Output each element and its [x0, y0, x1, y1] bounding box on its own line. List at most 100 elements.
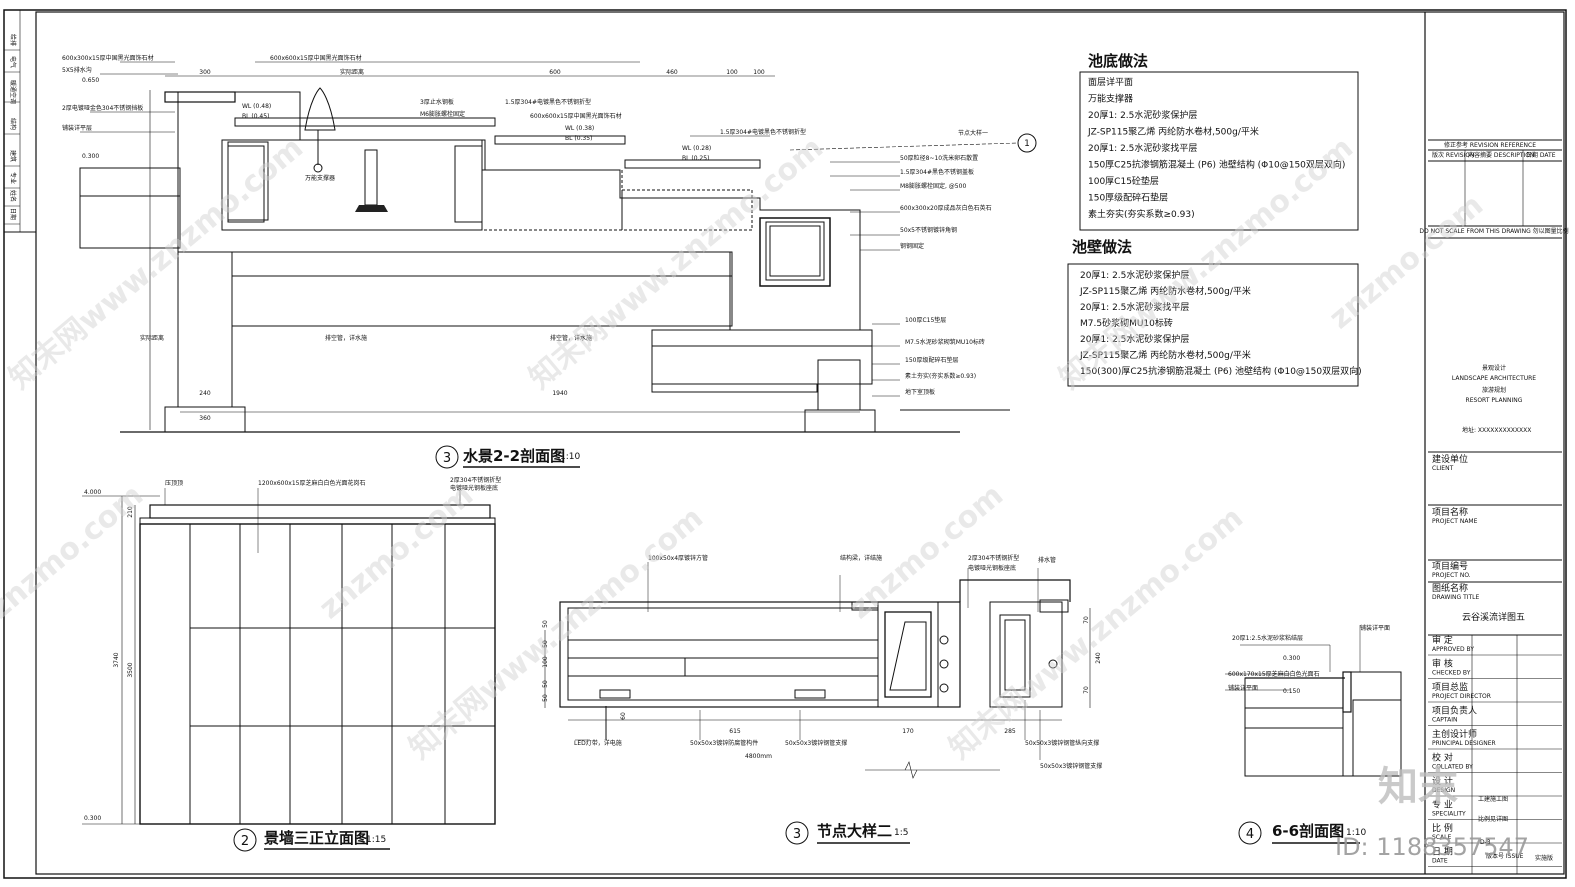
section-6-6-num: 4 [1246, 827, 1254, 842]
tb-row-en: CHECKED BY [1432, 670, 1471, 677]
note-inner: 排空管，详水施 [325, 334, 367, 342]
tb-client-cn: 建设单位 [1432, 453, 1468, 465]
dim-top: 100 [726, 69, 738, 76]
note-right: 50厚粒径8~10洗米卵石散置 [900, 154, 978, 162]
tb-company: 旅游规划 [1482, 386, 1506, 394]
node2-note: LED灯带，详电施 [574, 739, 622, 747]
tb-company: 景观设计 [1482, 364, 1506, 372]
tb-client-en: CLIENT [1432, 465, 1454, 472]
wall-note: 压顶顶 [165, 480, 183, 487]
note-right: 100厚C15垫层 [905, 316, 946, 324]
dim-bottom: 1940 [552, 390, 567, 397]
note-right: 600x300x20厚成品灰白色石英石 [900, 204, 992, 212]
tb-row-cn: 专 业 [1432, 799, 1453, 811]
section-6-6-scale: 1:10 [1346, 828, 1366, 838]
watermark-9: znzmo.com [1323, 188, 1490, 336]
spec-bottom-line: 面层详平面 [1088, 76, 1133, 88]
node2-note: 结构梁，详结施 [840, 554, 882, 562]
tb-rev-ref: 修正参考 REVISION REFERENCE [1444, 141, 1536, 149]
wall-elevation-num: 2 [241, 834, 249, 849]
node2-note: 排水管 [1038, 556, 1056, 564]
watermark-4: znzmo.com [0, 478, 150, 626]
strip-label: 日期 [9, 208, 17, 220]
node2-dim: 50 [542, 694, 549, 702]
watermark-1: 知末网www.znzmo.com [3, 130, 310, 396]
water-level: BL (0.25) [682, 155, 709, 162]
watermark-6: znzmo.com [843, 478, 1010, 626]
tb-row-en: PROJECT DIRECTOR [1432, 693, 1491, 700]
tb-project-cn: 项目名称 [1432, 506, 1468, 518]
spec-wall-line: 20厚1: 2.5水泥砂浆保护层 [1080, 333, 1189, 345]
dim-top: 100 [753, 69, 765, 76]
tb-row-en: DATE [1432, 858, 1448, 865]
strip-label: 结构 [9, 118, 17, 130]
watermark-logo: 知末 [1378, 764, 1458, 810]
dim-bottom: 240 [199, 390, 211, 397]
s66-elevation: 0.300 [1283, 655, 1300, 662]
note-mid: 实际距离 [340, 68, 364, 76]
tb-rev-col-1: 版次 REVISION [1432, 151, 1475, 159]
tb-version-label: 版本号 ISSUE [1486, 852, 1524, 860]
node2-dim: 100 [542, 656, 549, 668]
wall-elevation-mark: 0.300 [84, 815, 101, 822]
tb-row-en: CAPTAIN [1432, 717, 1457, 724]
watermarks: 知末网www.znzmo.com 知末网www.znzmo.com 知末网www… [0, 130, 1529, 861]
spec-bottom-line: JZ-SP115聚乙烯 丙纶防水卷材,500g/平米 [1087, 126, 1259, 138]
strip-label: 建筑 [9, 150, 17, 162]
node2-note: 50x50x3镀锌钢管支撑 [1040, 762, 1102, 770]
note-left: 600x300x15厚中国黑光面饰石材 [62, 54, 154, 62]
dim-top: 300 [199, 69, 211, 76]
tb-rev-col-2: 内容摘要 DESCRIPTION [1468, 151, 1535, 159]
tb-row-cn: 校 对 [1432, 752, 1453, 764]
elevation: 0.650 [82, 77, 99, 84]
section-2-2-scale: 1:10 [560, 452, 580, 462]
wall-elevation-title: 景墙三正立面图 [264, 829, 369, 847]
water-level: WL (0.28) [682, 145, 711, 152]
note-right: M7.5水泥砂浆砌筑MU10标砖 [905, 338, 985, 346]
strip-label: 姓名 [9, 190, 17, 202]
tb-row-en: COLLATED BY [1432, 764, 1473, 771]
node2-dim: 50 [542, 620, 549, 628]
node2-dim: 50 [542, 680, 549, 688]
tb-row-cn: 日 期 [1432, 847, 1453, 858]
node2-dim: 50 [542, 640, 549, 648]
title-block: 修正参考 REVISION REFERENCE 版次 REVISION 内容摘要… [1419, 139, 1569, 874]
watermark-id: ID: 1188357547 [1335, 833, 1529, 861]
node2-dim: 170 [902, 728, 914, 735]
spec-bottom-line: 万能支撑器 [1088, 93, 1133, 105]
note-right: 素土夯实(夯实系数≥0.93) [905, 372, 976, 380]
spec-bottom-line: 20厚1: 2.5水泥砂浆保护层 [1088, 109, 1197, 121]
spec-bottom-line: 20厚1: 2.5水泥砂浆找平层 [1088, 142, 1197, 154]
watermark-5: znzmo.com [313, 478, 480, 626]
note-right: 地下室顶板 [905, 388, 935, 396]
elevation: 0.300 [82, 153, 99, 160]
note-right: M8膨胀螺栓固定, @500 [900, 182, 966, 190]
tb-drawing-title-en: DRAWING TITLE [1432, 594, 1480, 601]
tb-row-cn: 主创设计师 [1432, 728, 1477, 740]
tb-row-en: PRINCIPAL DESIGNER [1432, 740, 1496, 747]
dim-bottom: 360 [199, 415, 211, 422]
node2-note: 2厚304不锈钢折型 [968, 554, 1019, 562]
wall-dim: 210 [127, 506, 134, 518]
tb-row-en: SPECIALITY [1432, 811, 1466, 818]
tb-row-cn: 项目总监 [1432, 681, 1468, 693]
tb-do-not-scale: DO NOT SCALE FROM THIS DRAWING 勿以图量比例 [1419, 227, 1568, 235]
tb-sheet-no: D-3 [1480, 839, 1491, 846]
water-level: BL (0.45) [242, 113, 269, 120]
s66-note: 铺装详平面 [1228, 684, 1258, 692]
wall-note: 1200x600x15厚芝麻白白色光面花岗石 [258, 479, 365, 487]
node2-note: 50x50x3镀锌钢管支撑 [785, 739, 847, 747]
note-inner: 万能支撑器 [305, 174, 335, 182]
s66-note: 600x170x15厚芝麻白白色光面石 [1228, 670, 1320, 678]
water-level: BL (0.35) [565, 135, 592, 142]
dim-top: 600 [549, 69, 561, 76]
water-level: WL (0.38) [565, 125, 594, 132]
s66-elevation: 0.150 [1283, 688, 1300, 695]
tb-project-en: PROJECT NAME [1432, 518, 1478, 525]
spec-bottom-line: 素土夯实(夯实系数≥0.93) [1088, 208, 1195, 220]
spec-bottom-line: 100厚C15砼垫层 [1088, 175, 1159, 187]
note-right: 150厚级配碎石垫层 [905, 356, 958, 364]
